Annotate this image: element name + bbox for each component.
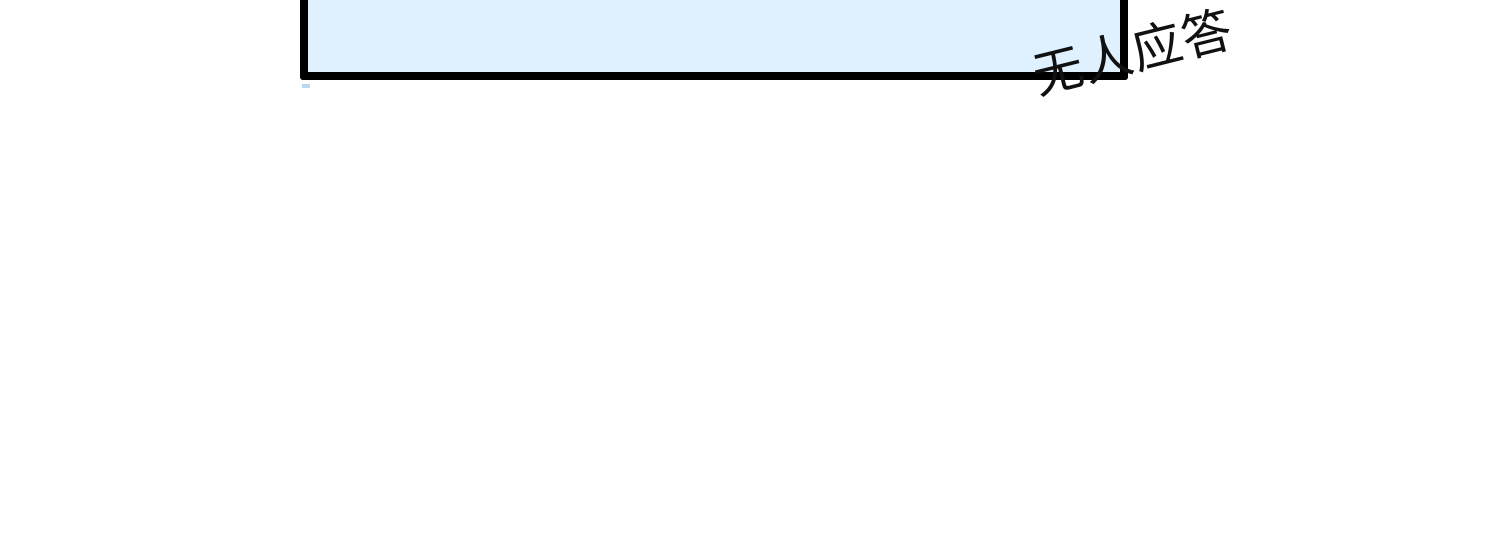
panel-corner-detail [302,84,310,88]
comic-panel [300,0,1128,80]
